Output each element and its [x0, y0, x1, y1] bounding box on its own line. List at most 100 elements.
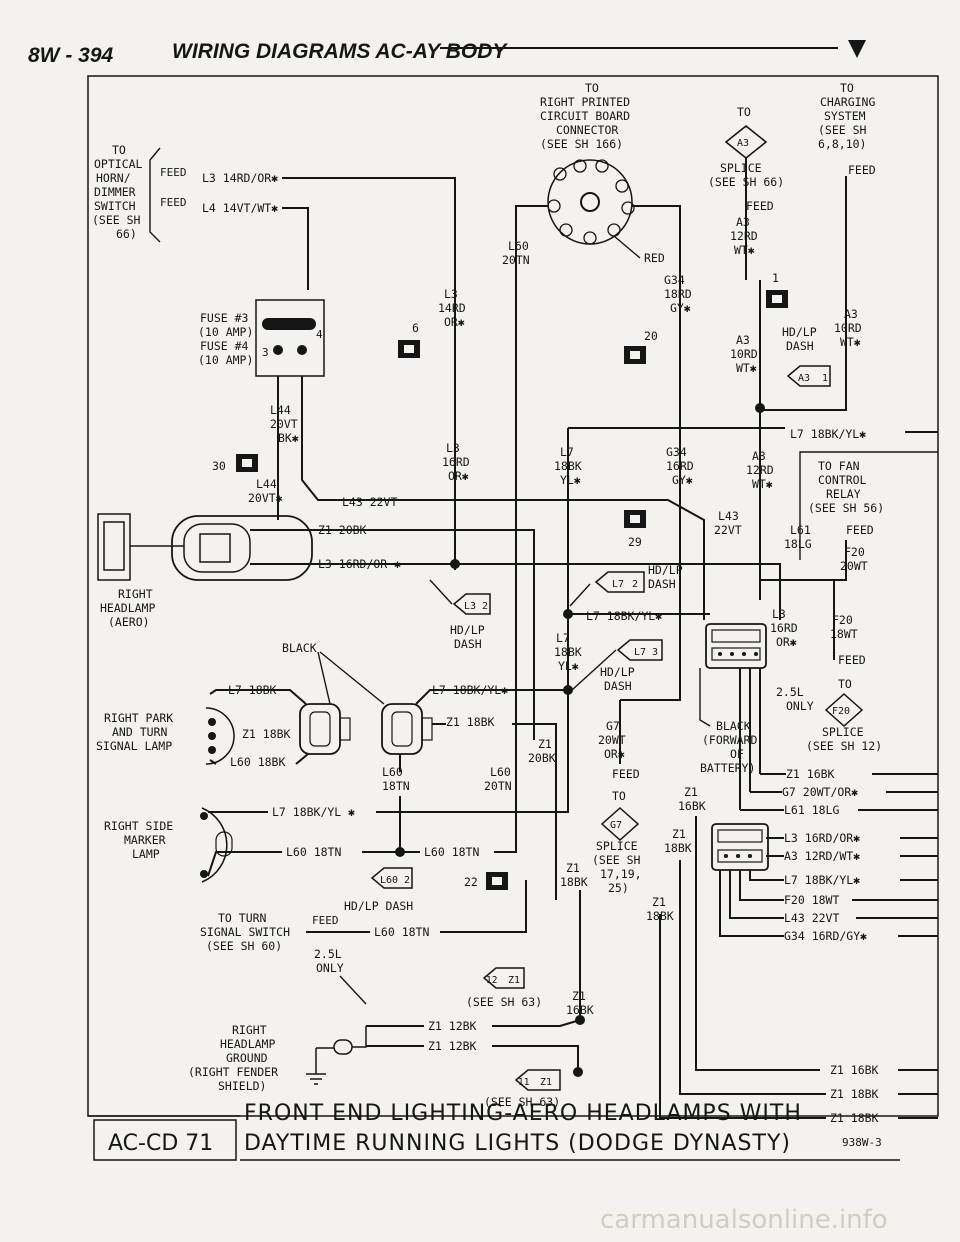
- svg-text:CONTROL: CONTROL: [818, 473, 867, 487]
- wire-l3-16rd: [250, 563, 781, 620]
- wire-z1-12bk-b: [366, 1045, 579, 1070]
- section-title: WIRING DIAGRAMS AC-AY BODY: [172, 40, 508, 63]
- svg-text:A3: A3: [798, 373, 810, 384]
- label-l7-18bk-yl: L7 18BK/YL✱: [586, 609, 662, 623]
- svg-text:L3: L3: [446, 441, 460, 455]
- label-splice-g7: SPLICE (SEE SH 17,19, 25): [592, 839, 642, 895]
- pin-29: 29: [628, 535, 642, 549]
- label-z1-16bk-b: Z1 16BK: [678, 785, 706, 813]
- svg-text:ONLY: ONLY: [786, 699, 814, 713]
- svg-text:YL✱: YL✱: [560, 473, 581, 487]
- svg-text:SPLICE: SPLICE: [822, 725, 864, 739]
- fuse-block: [255, 299, 325, 377]
- lower-connector-icon: [711, 823, 769, 871]
- label-to-g7: TO: [612, 789, 626, 803]
- svg-text:L60: L60: [380, 875, 398, 886]
- wire-pcb-red: [613, 235, 641, 259]
- svg-text:(10 AMP): (10 AMP): [198, 325, 253, 339]
- label-right-side: RIGHT SIDE MARKER LAMP: [104, 819, 173, 861]
- svg-text:GY✱: GY✱: [672, 473, 693, 487]
- svg-text:20WT: 20WT: [840, 559, 868, 573]
- svg-text:16BK: 16BK: [678, 799, 706, 813]
- svg-text:16BK: 16BK: [566, 1003, 594, 1017]
- main-connector-icon: [705, 623, 767, 669]
- svg-text:18TN: 18TN: [382, 779, 410, 793]
- label-red: RED: [644, 251, 665, 265]
- label-l60-18tn-b: L60 18TN: [424, 845, 479, 859]
- label-l7-18bk-yl4: L7 18BK/YL✱: [784, 873, 860, 887]
- svg-text:11: 11: [518, 1077, 530, 1088]
- svg-text:SPLICE: SPLICE: [596, 839, 638, 853]
- label-l7-18bk-yl3: L7 18BK/YL ✱: [272, 805, 355, 819]
- label-f20-18wt-r: F20 18WT: [784, 893, 839, 907]
- svg-text:17,19,: 17,19,: [600, 867, 642, 881]
- label-see-sh63b: (SEE SH 63): [484, 1095, 560, 1109]
- svg-text:TO: TO: [112, 143, 126, 157]
- diagram-code: AC-CD 71: [108, 1131, 213, 1156]
- svg-text:20BK: 20BK: [528, 751, 556, 765]
- svg-text:CHARGING: CHARGING: [820, 95, 875, 109]
- svg-text:1: 1: [822, 373, 828, 384]
- svg-text:66): 66): [116, 227, 137, 241]
- wire-z1-18bk-b: [432, 723, 557, 900]
- z1-11-tag-icon: 11 Z1: [514, 1069, 561, 1091]
- svg-text:RIGHT: RIGHT: [118, 587, 153, 601]
- wire-l7-diag: [569, 583, 591, 607]
- code-box: [93, 1119, 237, 1161]
- label-z1-18bk-b: Z1 18BK: [446, 715, 495, 729]
- svg-text:FUSE #3: FUSE #3: [200, 311, 249, 325]
- label-hdlp-dash-b: HD/LP DASH: [344, 899, 413, 913]
- label-to-pcb: TO RIGHT PRINTED CIRCUIT BOARD CONNECTOR…: [540, 81, 630, 151]
- svg-text:OPTICAL: OPTICAL: [94, 157, 143, 171]
- svg-text:F20: F20: [844, 545, 865, 559]
- a3-tag: A3: [737, 138, 749, 149]
- svg-text:HEADLAMP: HEADLAMP: [100, 601, 155, 615]
- label-splice-f20: SPLICE (SEE SH 12): [806, 725, 882, 753]
- feed-turn: FEED: [312, 914, 339, 927]
- svg-text:HORN/: HORN/: [96, 171, 131, 185]
- label-rh-ground: RIGHT HEADLAMP GROUND (RIGHT FENDER SHIE…: [188, 1023, 278, 1093]
- f20-tag-icon: F20: [824, 692, 864, 728]
- svg-text:L7: L7: [612, 579, 624, 590]
- svg-text:BATTERY): BATTERY): [700, 761, 755, 775]
- wire-z1-20bk: [250, 529, 535, 740]
- header-arrow-icon: [848, 40, 866, 58]
- svg-text:(SEE SH: (SEE SH: [592, 853, 641, 867]
- splice-z1-node-b: [573, 1067, 583, 1077]
- label-hdlp-dash-3: HD/LP DASH: [600, 665, 635, 693]
- svg-text:20VT✱: 20VT✱: [248, 491, 283, 505]
- wire-l7-park: [209, 689, 307, 705]
- label-z1-16bk-c: Z1 16BK: [566, 989, 594, 1017]
- svg-text:2: 2: [632, 579, 638, 590]
- park-connector-2-icon: [381, 703, 433, 755]
- wire-z1-18bk-r2: [659, 914, 938, 1119]
- wire-l3-14rd: L3 14RD/OR✱: [202, 171, 278, 185]
- svg-text:Z1: Z1: [538, 737, 552, 751]
- svg-text:OR✱: OR✱: [448, 469, 469, 483]
- svg-text:18BK: 18BK: [554, 645, 582, 659]
- svg-text:A3: A3: [736, 215, 750, 229]
- label-see-sh63: (SEE SH 63): [466, 995, 542, 1009]
- svg-text:YL✱: YL✱: [558, 659, 579, 673]
- wire-l7-bus: [568, 408, 761, 429]
- label-black-fwd: BLACK (FORWARD OF BATTERY): [700, 719, 757, 775]
- pin-1: 1: [772, 271, 779, 285]
- wire-z1-18bk-r1: [679, 860, 938, 1095]
- svg-text:L3: L3: [464, 601, 476, 612]
- svg-text:OR✱: OR✱: [604, 747, 625, 761]
- svg-text:(SEE SH 60): (SEE SH 60): [206, 939, 282, 953]
- svg-text:F20: F20: [832, 706, 850, 717]
- splice-l3-node: [450, 559, 460, 569]
- svg-text:A3: A3: [736, 333, 750, 347]
- svg-text:L3: L3: [772, 607, 786, 621]
- label-l61-18lg: L61 18LG: [784, 523, 812, 551]
- svg-text:HD/LP: HD/LP: [600, 665, 635, 679]
- wire-2-5l-leader: [339, 975, 367, 1005]
- wire-l60-18tn-b: [404, 780, 517, 853]
- feed-f20: FEED: [838, 653, 866, 667]
- svg-text:16RD: 16RD: [442, 455, 470, 469]
- svg-text:RIGHT PRINTED: RIGHT PRINTED: [540, 95, 630, 109]
- optical-switch-bracket: [149, 147, 161, 243]
- svg-text:10RD: 10RD: [834, 321, 862, 335]
- splice-l60-node: [395, 847, 405, 857]
